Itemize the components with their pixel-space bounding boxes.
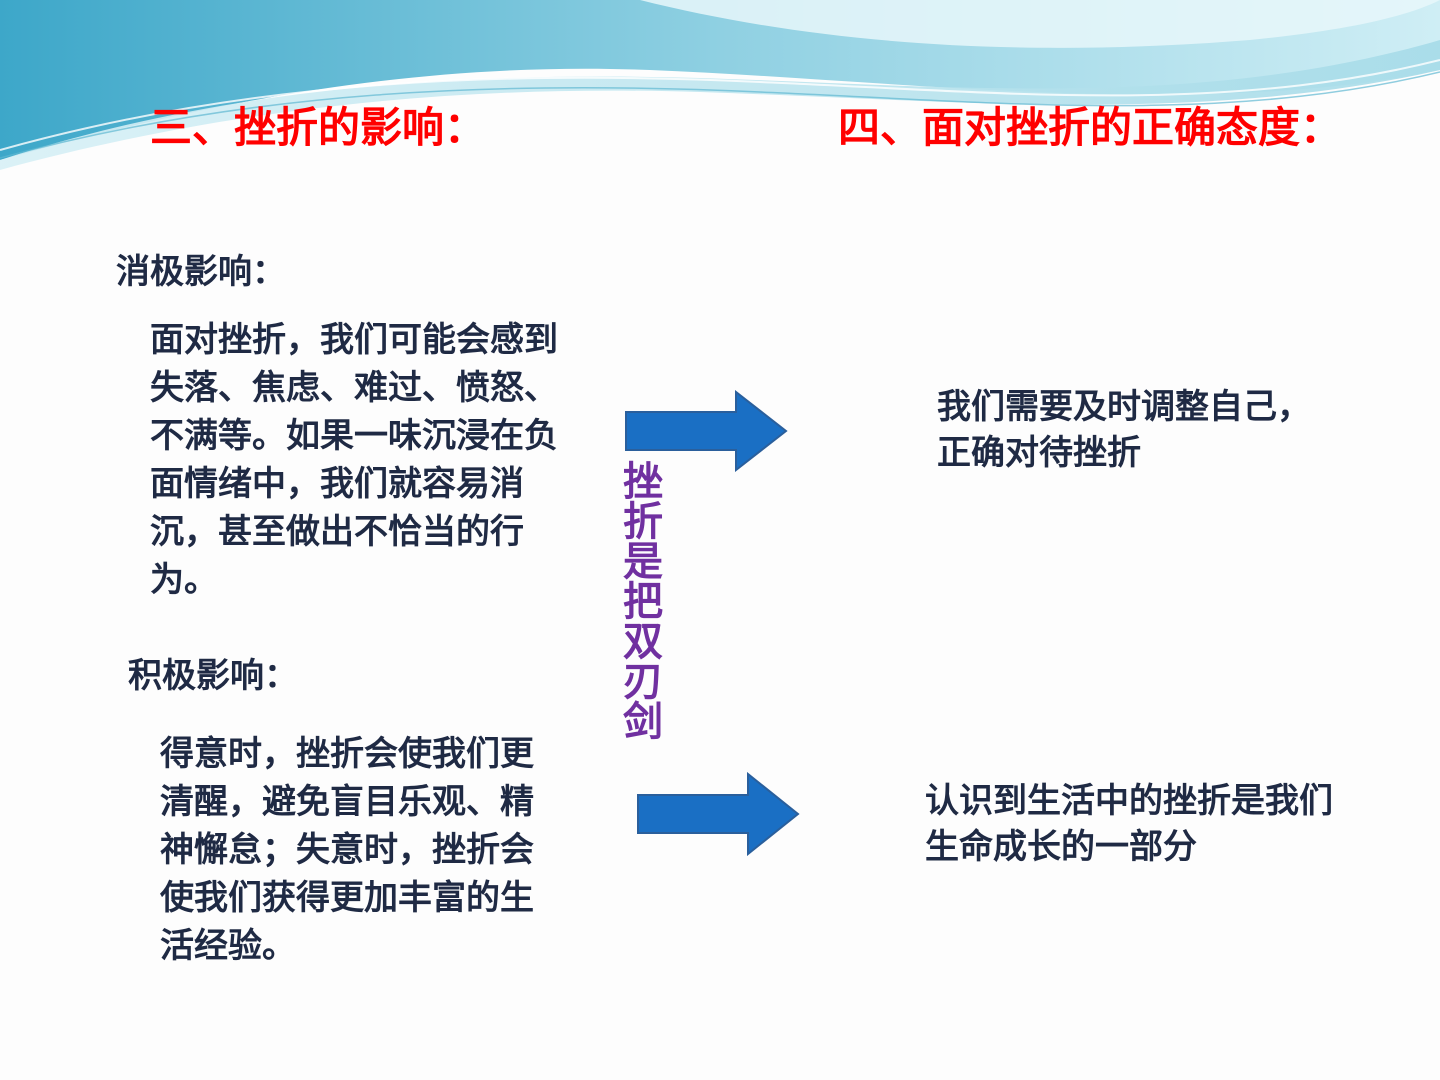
negative-impact-label: 消极影响： xyxy=(116,252,286,292)
double-edged-sword-text: 挫折是把双刃剑 xyxy=(616,460,662,740)
positive-impact-text: 得意时，挫折会使我们更清醒，避免盲目乐观、精神懈怠；失意时，挫折会使我们获得更加… xyxy=(160,734,534,966)
wave-banner-decoration xyxy=(0,0,1440,170)
correct-attitude-point-2: 认识到生活中的挫折是我们生命成长的一部分 xyxy=(925,781,1333,867)
right-heading: 四、面对挫折的正确态度： xyxy=(838,103,1343,152)
positive-impact-label: 积极影响： xyxy=(128,656,298,696)
correct-attitude-point-1: 我们需要及时调整自己，正确对待挫折 xyxy=(937,387,1311,473)
right-arrow-icon xyxy=(637,772,800,856)
left-heading: 三、挫折的影响： xyxy=(150,103,487,152)
right-arrow-icon xyxy=(625,390,788,472)
negative-impact-text: 面对挫折，我们可能会感到失落、焦虑、难过、愤怒、不满等。如果一味沉浸在负面情绪中… xyxy=(150,320,558,600)
